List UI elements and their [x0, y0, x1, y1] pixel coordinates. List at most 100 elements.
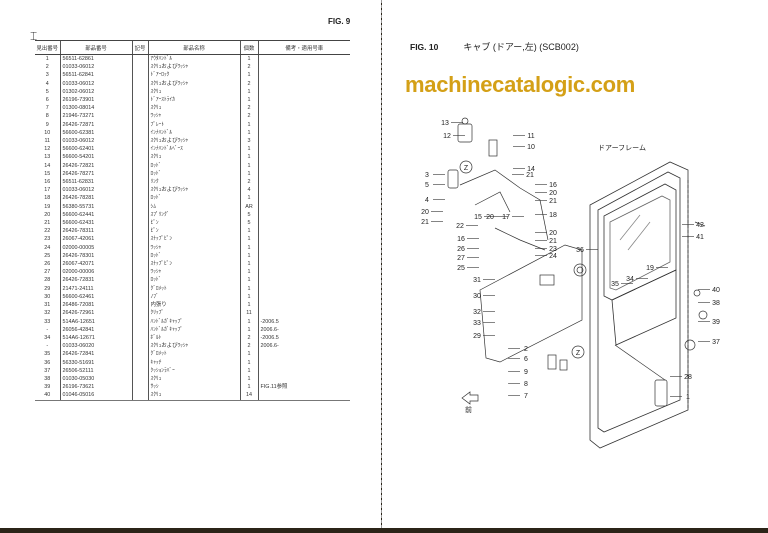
detail-z-marker-2	[571, 345, 585, 359]
cell-nm: ﾊﾝﾄﾞﾙｶﾞｷｬｯﾌﾟ	[147, 325, 240, 334]
cell-qty: 5	[239, 219, 258, 228]
cell-rm	[257, 161, 350, 170]
cell-no: 34	[44, 334, 51, 341]
cell-no: 29	[44, 285, 51, 292]
cell-rm	[257, 276, 350, 285]
cell-rm	[257, 243, 350, 252]
handle-parts-drawing	[447, 117, 708, 407]
callout-number: 20	[421, 209, 429, 216]
cell-no: 18	[44, 195, 51, 202]
detail-z-label-2: Z	[576, 350, 581, 357]
cell-no: 20	[44, 211, 51, 218]
callout-number: 23	[549, 246, 557, 253]
cell-rm: 2006.6-	[257, 325, 350, 334]
cell-nm: ｻｯｼ	[147, 383, 240, 392]
cell-nm: ｼﾑ	[147, 202, 240, 211]
cell-sym	[131, 358, 148, 367]
cell-sym	[131, 178, 148, 187]
cell-pn: 01046-05016	[59, 391, 132, 401]
cell-rm	[257, 202, 350, 211]
callout-number: 35	[611, 281, 619, 288]
callout-number: 16	[549, 182, 557, 189]
cell-qty: 1	[239, 301, 258, 310]
cell-pn: 26426-72841	[59, 350, 132, 359]
cell-sym	[131, 153, 148, 162]
cell-qty: 1	[239, 317, 258, 326]
callout-number: 3	[425, 172, 429, 179]
cell-rm	[257, 210, 350, 220]
cell-no: 28	[44, 277, 51, 284]
cell-rm: FIG.11参照	[257, 383, 350, 392]
cell-sym	[131, 63, 148, 72]
cell-qty: 1	[239, 374, 258, 384]
cell-pn: 56511-62861	[59, 54, 132, 64]
cell-sym	[131, 87, 148, 97]
cell-qty: 1	[239, 243, 258, 252]
cell-no: -	[46, 343, 49, 350]
cell-pn: 26426-78281	[59, 194, 132, 203]
door-frame-drawing	[589, 161, 689, 449]
callout-number: 36	[576, 247, 584, 254]
cell-pn: 26056-42841	[59, 325, 132, 334]
cell-rm	[257, 251, 350, 261]
cell-pn: 26196-73621	[59, 383, 132, 392]
cell-no: 4	[45, 80, 49, 87]
cell-rm	[257, 260, 350, 269]
cell-nm: ｸﾞﾛﾒｯﾄ	[147, 350, 240, 359]
cell-pn: 26426-78311	[59, 227, 132, 236]
column-header: 備考・適用号車	[257, 40, 350, 55]
callout-number: 29	[473, 333, 481, 340]
cell-pn: 01033-06012	[59, 79, 132, 88]
callout-number: 27	[457, 255, 465, 262]
cell-qty: 1	[239, 161, 258, 170]
cell-nm: ｸﾞﾛﾒｯﾄ	[147, 284, 240, 293]
callout-number: 17	[502, 214, 510, 221]
cell-qty: 14	[239, 391, 258, 401]
page-divider	[381, 0, 382, 528]
cell-sym	[131, 104, 148, 113]
cell-nm: ﾋﾟﾝ	[147, 219, 240, 228]
callout-number: 9	[524, 369, 528, 376]
detail-z-label: Z	[464, 165, 469, 172]
callout-number: 14	[527, 166, 535, 173]
cell-nm: ｸｯｼｮﾝﾗﾊﾞｰ	[147, 366, 240, 375]
cell-qty: 1	[239, 96, 258, 105]
cell-rm	[257, 194, 350, 203]
cell-sym	[131, 391, 148, 401]
callout-number: 21	[549, 238, 557, 245]
callout-number: 8	[524, 381, 528, 388]
cell-no: 16	[44, 179, 51, 186]
cell-no: 22	[44, 228, 51, 235]
cell-sym	[131, 251, 148, 261]
cell-no: 33	[44, 318, 51, 325]
cell-qty: 1	[239, 235, 258, 244]
cell-nm: ｽﾅｯﾌﾟﾋﾟﾝ	[147, 260, 240, 269]
cell-rm	[257, 71, 350, 80]
cell-nm: ｽｸﾘｭおよびﾜｯｼｬ	[147, 186, 240, 195]
cell-qty: 1	[239, 260, 258, 269]
cell-nm: ｲﾝﾅﾊﾝﾄﾞﾙ	[147, 128, 240, 138]
cell-sym	[131, 276, 148, 285]
cell-sym	[131, 333, 148, 343]
callout-number: 21	[526, 172, 534, 179]
cell-qty: 2	[239, 79, 258, 88]
callout-number: 10	[527, 144, 535, 151]
callout-number: 6	[524, 356, 528, 363]
cell-no: 27	[44, 269, 51, 276]
cell-rm	[257, 104, 350, 113]
cell-no: 31	[44, 302, 51, 309]
cell-pn: 26426-72821	[59, 161, 132, 170]
cell-pn: 56511-62831	[59, 178, 132, 187]
callout-number: 11	[527, 133, 534, 140]
cell-nm: ｸﾘｯﾌﾟ	[147, 309, 240, 318]
cell-nm: ｽｸﾘｭ	[147, 391, 240, 401]
